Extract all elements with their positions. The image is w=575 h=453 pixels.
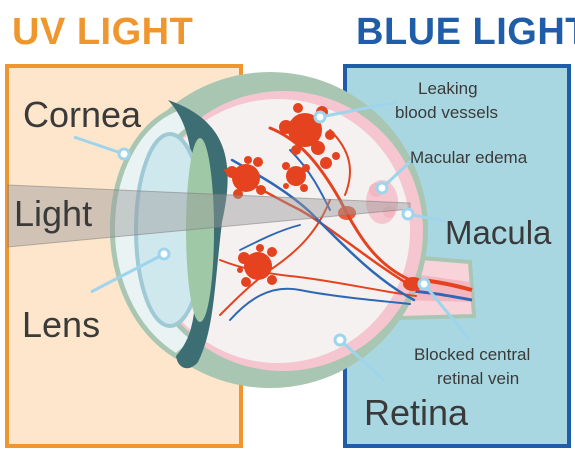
label-blocked-line1: Blocked central (414, 345, 530, 364)
label-leaking-line2: blood vessels (395, 103, 498, 122)
label-lens: Lens (22, 304, 100, 345)
label-macula: Macula (445, 214, 552, 251)
blue-light-header: BLUE LIGHT (356, 11, 575, 53)
label-cornea: Cornea (23, 94, 142, 135)
label-blocked-line2: retinal vein (437, 369, 519, 388)
label-macular-edema: Macular edema (410, 148, 528, 167)
label-retina: Retina (364, 392, 469, 433)
label-light: Light (14, 193, 92, 234)
uv-light-header: UV LIGHT (12, 11, 193, 53)
label-leaking-line1: Leaking (418, 79, 478, 98)
